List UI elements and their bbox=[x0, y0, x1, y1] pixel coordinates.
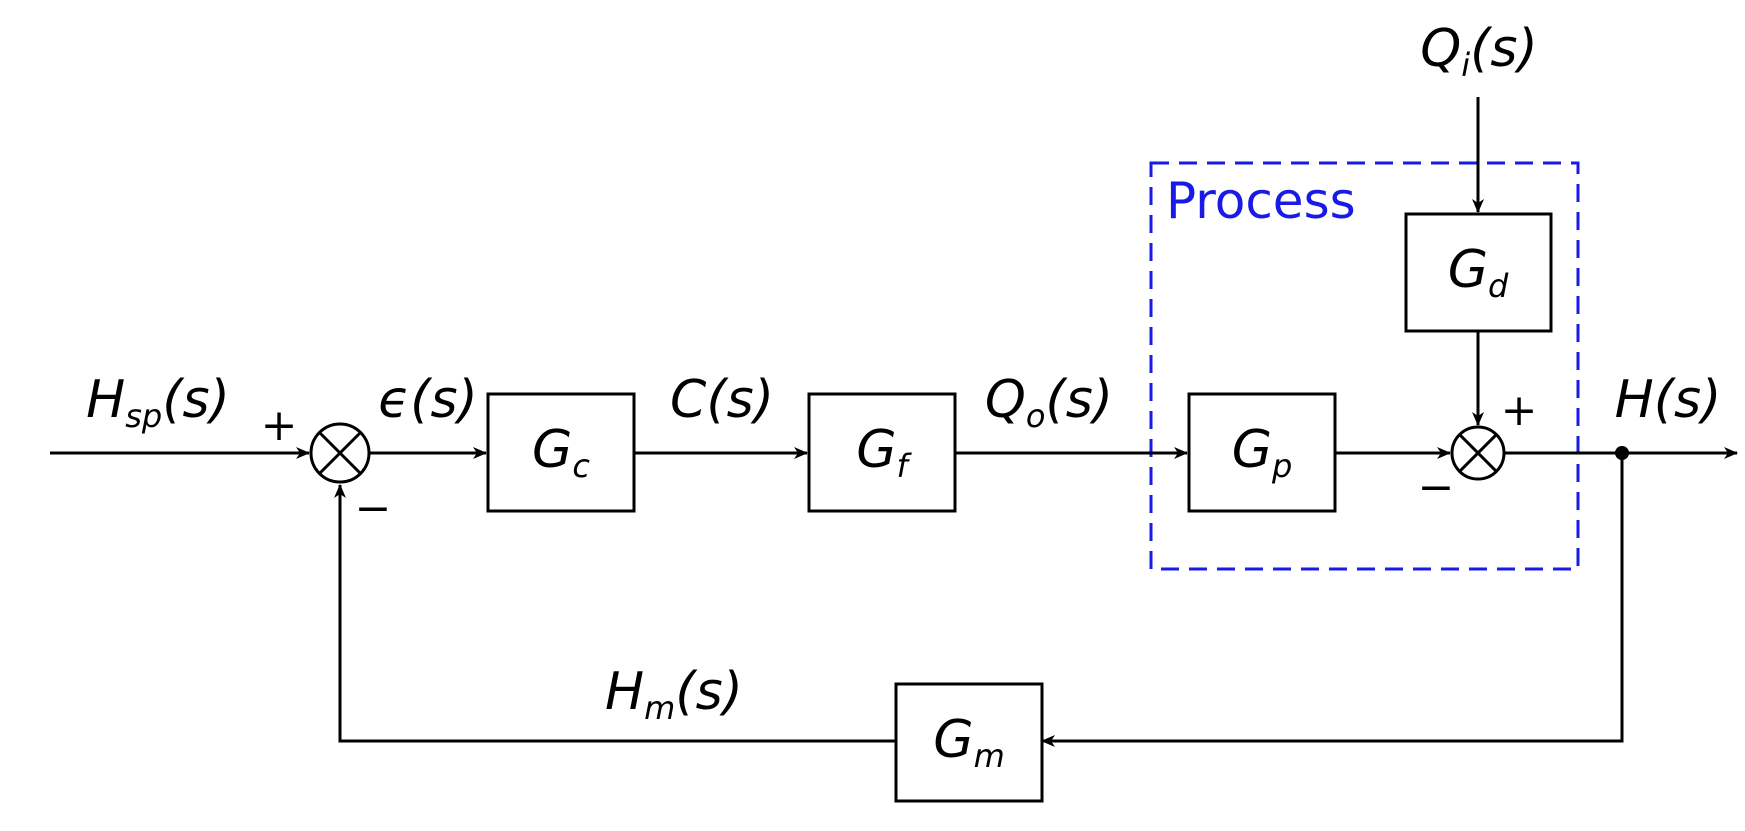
signal-c: C(s) bbox=[670, 370, 774, 430]
svg-text:Gd: Gd bbox=[1448, 240, 1509, 305]
process-label: Process bbox=[1166, 172, 1356, 230]
block-gm: Gm bbox=[894, 682, 1044, 803]
sum2-minus-sign: − bbox=[1418, 462, 1455, 513]
takeoff-point bbox=[1615, 446, 1629, 460]
sum1-plus-sign: + bbox=[261, 400, 298, 451]
signal-qo: Qo(s) bbox=[985, 370, 1113, 435]
block-gp: Gp bbox=[1187, 392, 1337, 513]
block-gd: Gd bbox=[1404, 212, 1553, 333]
feedback-wire-left bbox=[334, 484, 896, 743]
signal-hsp: Hsp(s) bbox=[86, 370, 230, 435]
svg-text:Gc: Gc bbox=[532, 420, 590, 485]
block-gf: Gf bbox=[807, 392, 957, 513]
sum2-plus-sign: + bbox=[1501, 385, 1538, 436]
signal-qi: Qi(s) bbox=[1420, 19, 1538, 84]
process-boundary bbox=[1149, 161, 1580, 571]
summing-junction-1 bbox=[309, 422, 371, 484]
sum1-minus-sign: − bbox=[355, 483, 392, 534]
block-gc: Gc bbox=[486, 392, 636, 513]
feedback-wire-right bbox=[1041, 453, 1624, 747]
signal-h: H(s) bbox=[1615, 370, 1722, 430]
svg-text:Gm: Gm bbox=[933, 710, 1004, 775]
signal-epsilon: ϵ(s) bbox=[378, 370, 478, 430]
svg-text:Gp: Gp bbox=[1232, 420, 1293, 485]
summing-junction-2 bbox=[1450, 425, 1506, 481]
signal-hm: Hm(s) bbox=[605, 662, 743, 727]
